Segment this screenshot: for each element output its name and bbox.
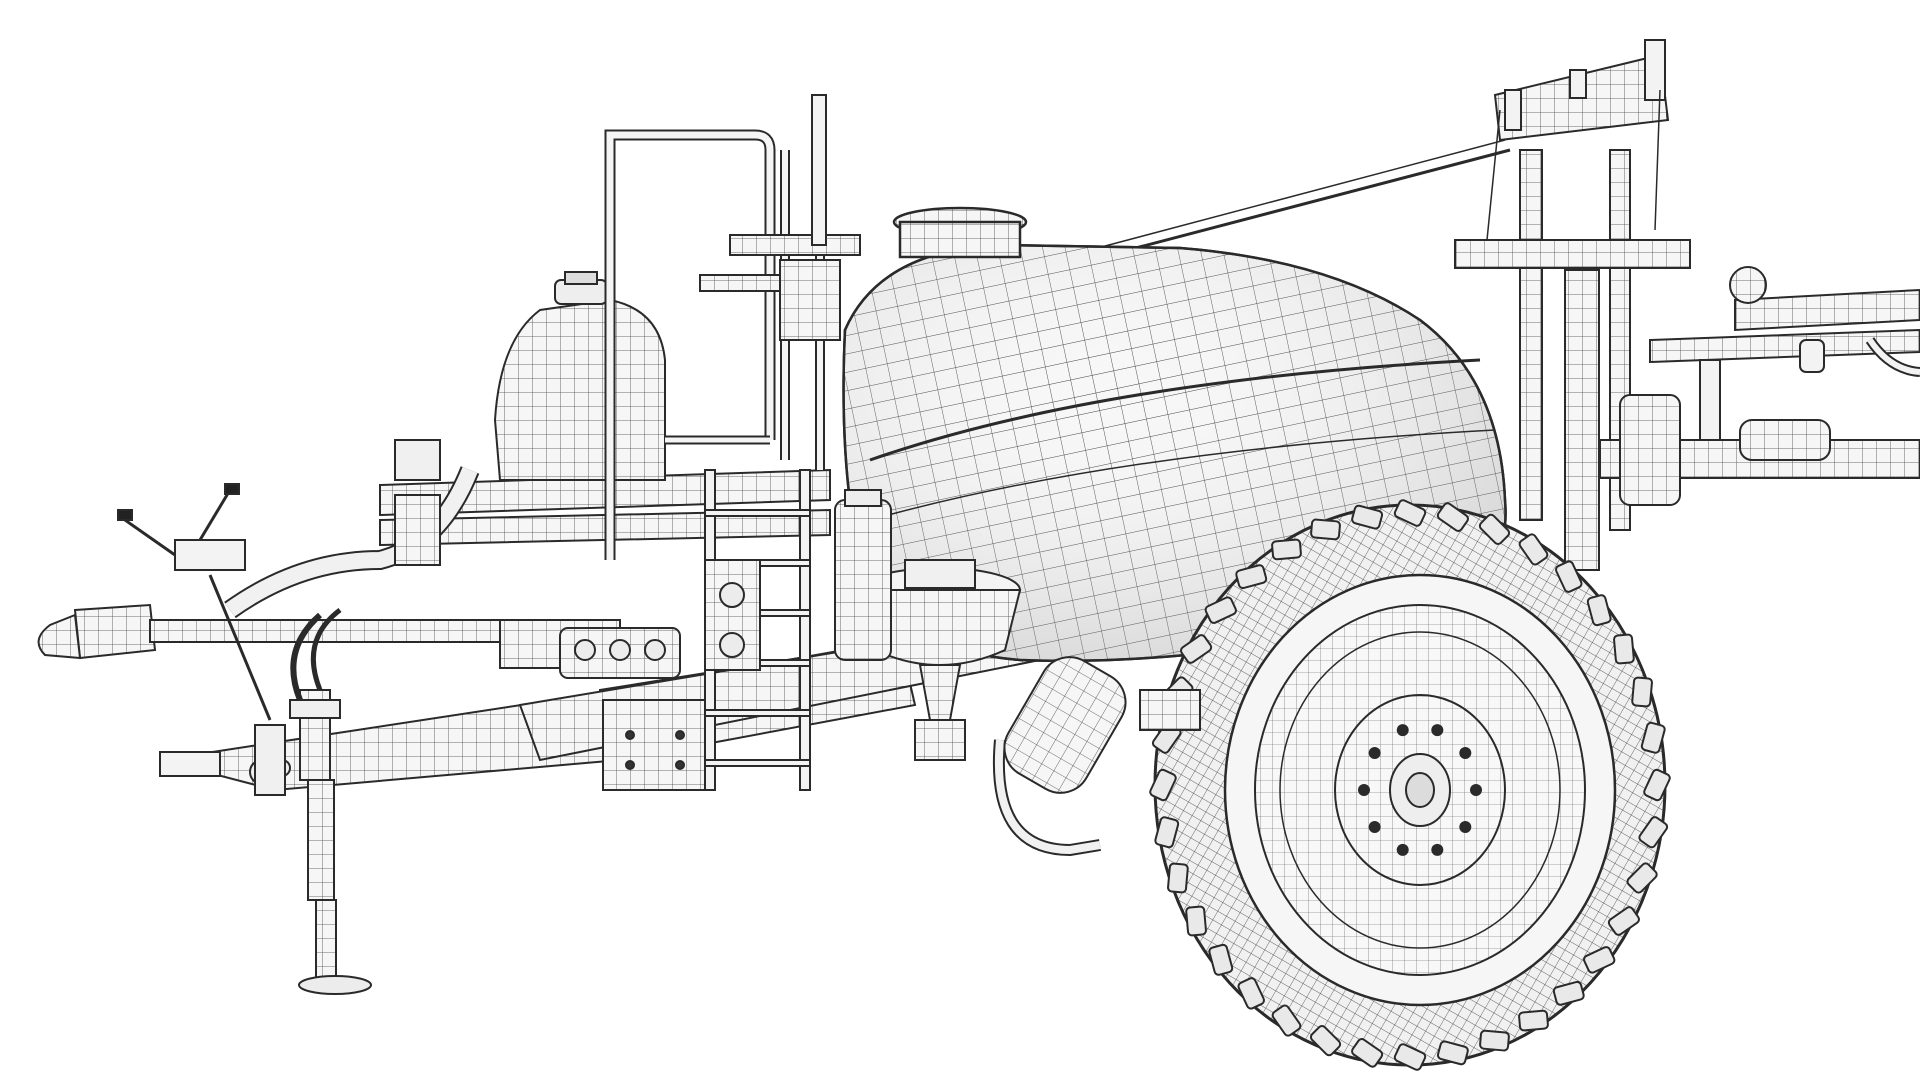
valve-panel bbox=[394, 439, 761, 671]
clean-water-tank bbox=[493, 271, 666, 481]
hitch-controls bbox=[117, 483, 286, 796]
axle bbox=[1139, 689, 1201, 731]
tire-tread-lug bbox=[1309, 1024, 1342, 1057]
tire-tread-lug bbox=[1149, 768, 1177, 802]
tire-tread-lug bbox=[1613, 633, 1635, 665]
tire-tread-lug bbox=[1586, 594, 1612, 627]
tire-tread-lug bbox=[1478, 513, 1511, 546]
wheel-lug-nut bbox=[1396, 724, 1409, 737]
pto-shaft bbox=[37, 603, 681, 679]
tire-tread-lug bbox=[1436, 1040, 1469, 1066]
wheel-lug-nut bbox=[1431, 843, 1444, 856]
tire-tread-lug bbox=[1167, 862, 1189, 894]
tire-tread-lug bbox=[1154, 816, 1180, 849]
tire-tread-lug bbox=[1208, 943, 1234, 976]
hydraulic-hoses bbox=[224, 466, 1101, 857]
tire-tread-lug bbox=[1351, 1038, 1384, 1068]
tire-tread-lug bbox=[1518, 533, 1549, 566]
tire-tread-lug bbox=[1204, 596, 1237, 624]
tire-tread-lug bbox=[1607, 906, 1640, 936]
wheel-lug-nut bbox=[1431, 724, 1444, 737]
tire-tread-lug bbox=[1626, 862, 1658, 894]
boom-arm bbox=[1089, 39, 1920, 571]
wheel-lug-nut bbox=[1396, 843, 1409, 856]
tire-tread-lug bbox=[1436, 502, 1469, 532]
tire-tread-lug bbox=[1310, 518, 1341, 541]
jack-stand bbox=[289, 689, 372, 995]
wheel-lug-nut bbox=[1368, 746, 1381, 759]
filler-post bbox=[699, 94, 861, 341]
wheel-lug-nut bbox=[1459, 746, 1472, 759]
hydraulic-motor bbox=[1003, 656, 1127, 794]
wheel bbox=[1149, 499, 1671, 1071]
wheel-lug-nut bbox=[1358, 784, 1370, 796]
tire-tread-lug bbox=[1393, 499, 1427, 527]
tire-tread-lug bbox=[1640, 721, 1666, 754]
tire-tread-lug bbox=[1393, 1043, 1427, 1071]
induction-hopper bbox=[858, 559, 1022, 761]
filter-canister bbox=[834, 489, 892, 661]
tire-tread-lug bbox=[1180, 634, 1213, 664]
tire-tread-lug bbox=[1271, 1004, 1302, 1037]
tire-tread-lug bbox=[1555, 560, 1583, 593]
tire-tread-lug bbox=[1271, 538, 1302, 561]
wheel-lug-nut bbox=[1459, 821, 1472, 834]
wheel-lug-nut bbox=[1368, 821, 1381, 834]
wheel-lug-nut bbox=[1470, 784, 1482, 796]
tire-tread-lug bbox=[1351, 504, 1384, 530]
tire-tread-lug bbox=[1185, 905, 1207, 937]
tire-tread-lug bbox=[1631, 676, 1653, 708]
tire-tread-lug bbox=[1552, 980, 1585, 1006]
tire-tread-lug bbox=[1479, 1029, 1510, 1052]
tire-tread-lug bbox=[1638, 816, 1669, 849]
tire-tread-lug bbox=[1518, 1009, 1549, 1032]
tire-tread-lug bbox=[1643, 768, 1671, 802]
tire-tread-lug bbox=[1237, 977, 1265, 1010]
tire-tread-lug bbox=[1583, 946, 1616, 974]
tire-tread-lug bbox=[1235, 564, 1268, 590]
